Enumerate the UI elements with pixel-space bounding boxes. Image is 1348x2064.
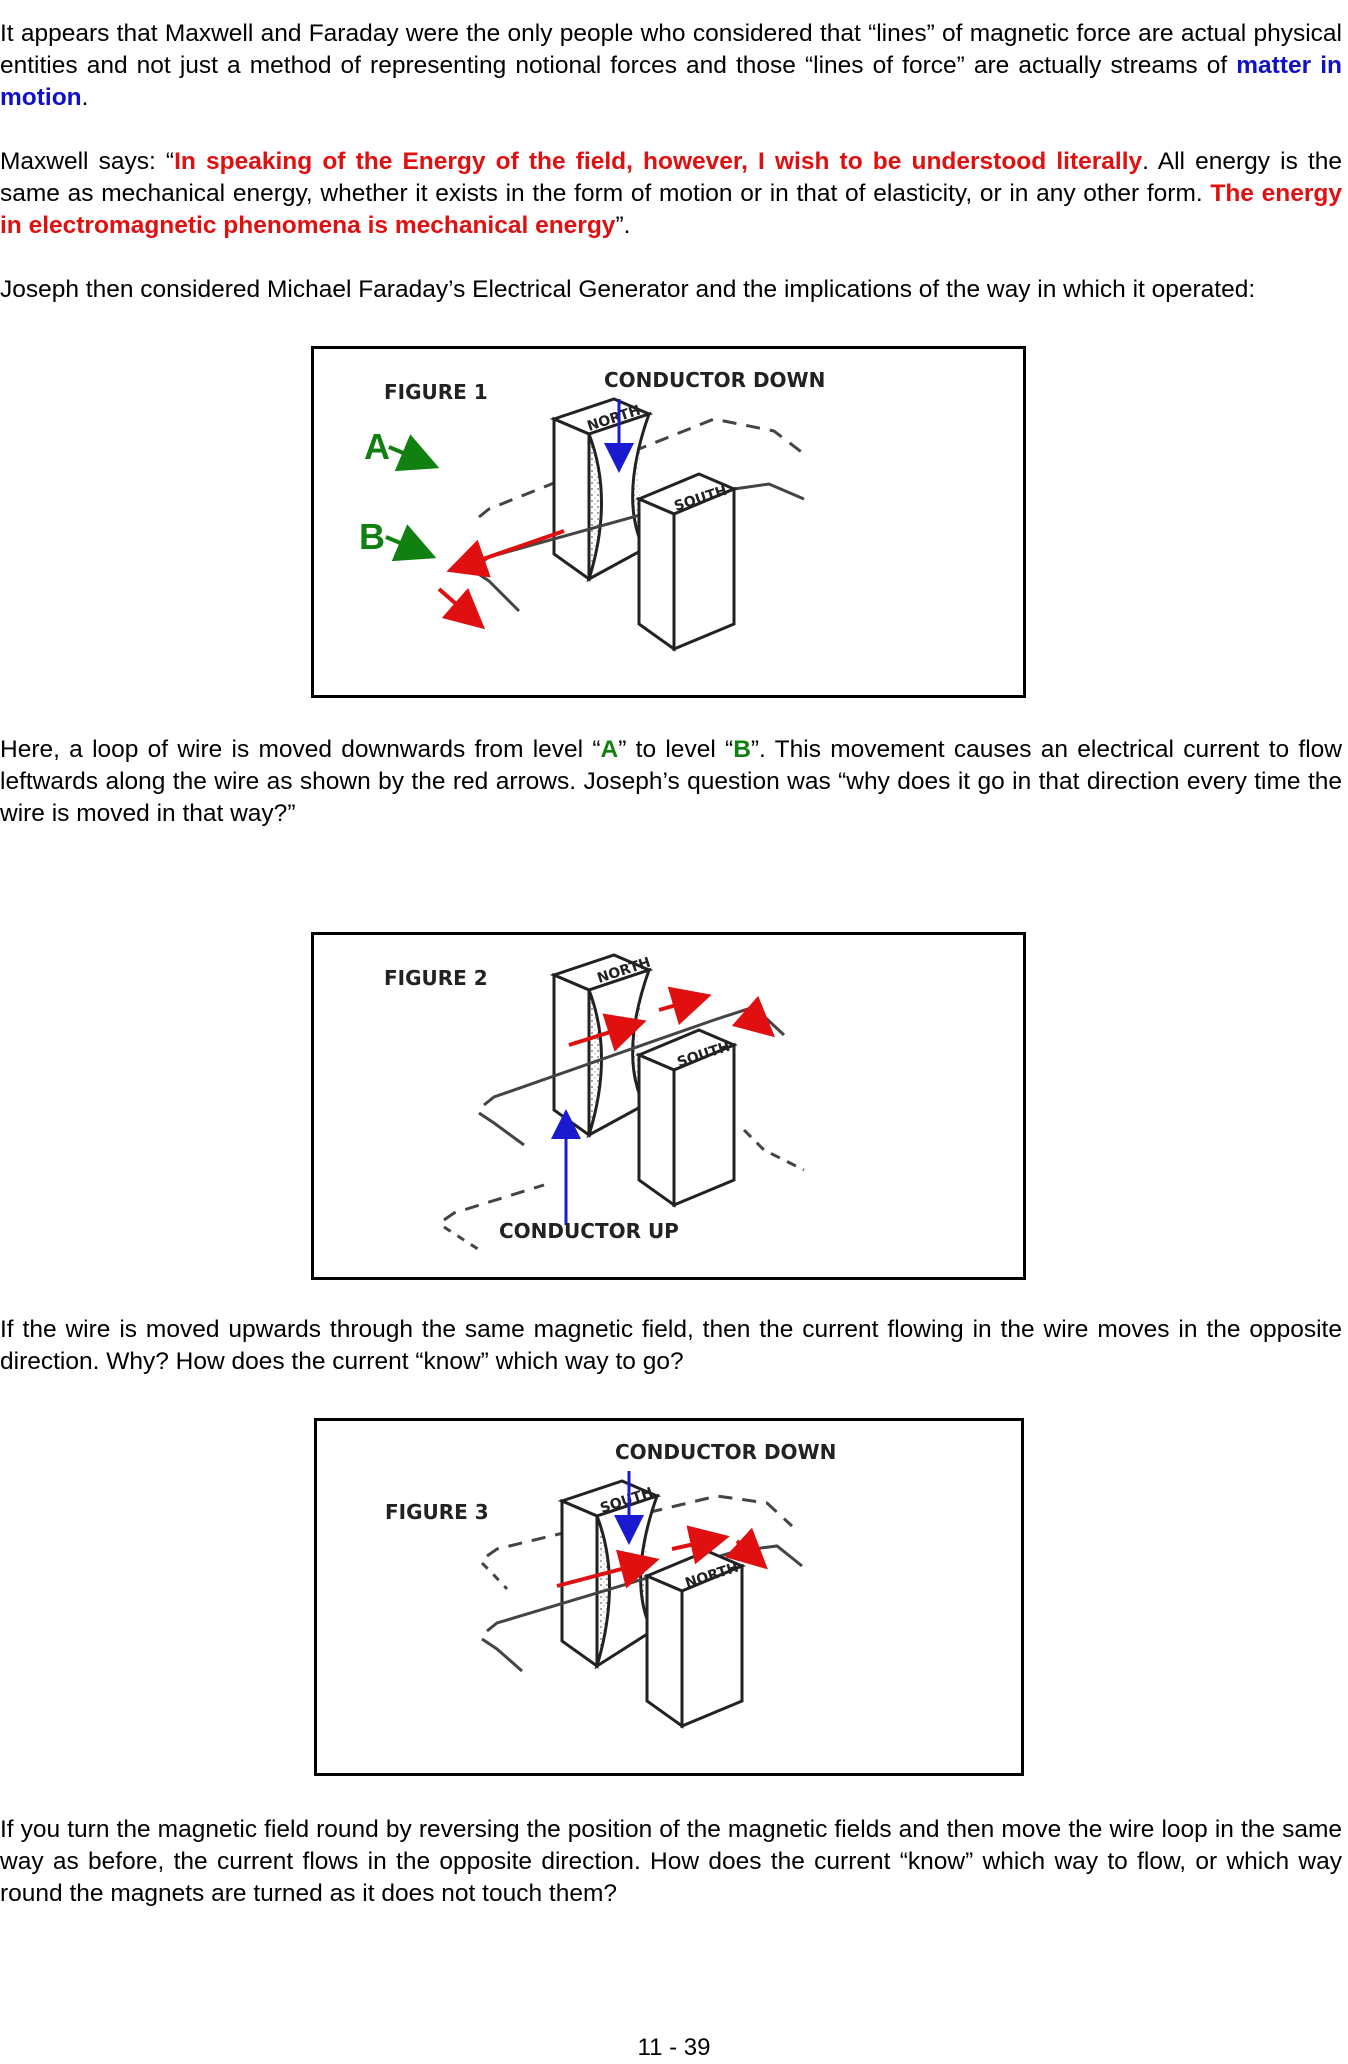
wire-loop-upper-end	[478, 1111, 525, 1147]
figure-2-diagram: FIGURE 2 NORTH SOUTH CONDUCTOR UP	[384, 953, 805, 1255]
direction-label: CONDUCTOR DOWN	[615, 1440, 836, 1464]
figure-2: FIGURE 2 NORTH SOUTH CONDUCTOR UP	[311, 932, 1026, 1280]
wire-loop-lower-dashed-end	[443, 1225, 485, 1255]
wire-loop-lower-end	[481, 1637, 523, 1673]
current-arrow-red-end	[437, 587, 486, 630]
north-magnet-side	[552, 416, 591, 582]
north-magnet-side	[552, 972, 591, 1138]
paragraph-maxwell-faraday: It appears that Maxwell and Faraday were…	[0, 18, 1342, 114]
wire-loop-lower-dashed-right	[742, 1128, 805, 1172]
text: It appears that Maxwell and Faraday were…	[0, 20, 1342, 79]
figure-title: FIGURE 3	[385, 1500, 489, 1524]
level-b-label: B	[359, 516, 385, 557]
north-magnet-side	[645, 1573, 684, 1729]
paragraph-joseph-intro: Joseph then considered Michael Faraday’s…	[0, 276, 1256, 303]
text: .	[81, 84, 89, 111]
text: Here, a loop of wire is moved downwards …	[0, 736, 601, 763]
south-magnet-side	[637, 496, 676, 652]
wire-loop-lower-dashed	[443, 1183, 545, 1222]
north-magnet-face	[680, 1563, 744, 1729]
paragraph-maxwell-quote: Maxwell says: “In speaking of the Energy…	[0, 146, 1342, 242]
level-a-ref: A	[600, 736, 619, 763]
current-arrow-red-1	[568, 1013, 647, 1052]
figure-1: FIGURE 1 CONDUCTOR DOWN NORTH SOUTH A B	[311, 346, 1026, 698]
direction-label: CONDUCTOR UP	[499, 1219, 679, 1243]
wire-loop-upper-dashed	[478, 417, 805, 519]
emphasis-quote-2: The energy in electromagnetic phenomena …	[0, 180, 1342, 239]
current-arrow-red-2	[658, 986, 712, 1026]
current-arrow-red-3	[731, 995, 776, 1038]
direction-label: CONDUCTOR DOWN	[604, 368, 825, 392]
south-magnet-side	[637, 1052, 676, 1208]
figure-title: FIGURE 2	[384, 966, 488, 990]
figure-1-diagram: FIGURE 1 CONDUCTOR DOWN NORTH SOUTH A B	[359, 368, 825, 652]
current-arrow-red-2	[671, 1525, 730, 1565]
current-arrow-red	[446, 529, 565, 578]
level-a-label: A	[364, 426, 390, 467]
text: Maxwell says: “	[0, 148, 175, 175]
text: ”. This movement causes an electrical cu…	[0, 736, 1342, 827]
south-magnet-face	[672, 1042, 736, 1208]
level-b-ref: B	[733, 736, 751, 763]
level-b-arrow	[385, 524, 437, 562]
figure-3: CONDUCTOR DOWN FIGURE 3 SOUTH NORTH	[314, 1418, 1024, 1776]
south-magnet-face	[672, 486, 736, 652]
emphasis-quote-1: In speaking of the Energy of the field, …	[174, 148, 1143, 175]
text: ”.	[615, 212, 631, 239]
paragraph-figure-2-explanation: If the wire is moved upwards through the…	[0, 1316, 1342, 1375]
figure-title: FIGURE 1	[384, 380, 488, 404]
paragraph-figure-1-explanation: Here, a loop of wire is moved downwards …	[0, 734, 1342, 830]
wire-loop-upper-dashed	[486, 1494, 794, 1558]
emphasis-matter-in-motion: matter in motion	[0, 52, 1342, 111]
text: ” to level “	[618, 736, 734, 763]
current-arrow-red-3	[724, 1527, 768, 1570]
page-number: 11 - 39	[637, 2034, 711, 2061]
figure-3-diagram: CONDUCTOR DOWN FIGURE 3 SOUTH NORTH	[385, 1440, 836, 1729]
level-a-arrow	[388, 434, 440, 472]
text: . All energy is the same as mechanical e…	[0, 148, 1342, 207]
wire-loop-lower-end	[473, 569, 521, 613]
current-arrow-red-1	[556, 1549, 660, 1589]
paragraph-figure-3-explanation: If you turn the magnetic field round by …	[0, 1816, 1342, 1907]
wire-loop-upper-dashed-end	[480, 1561, 509, 1591]
